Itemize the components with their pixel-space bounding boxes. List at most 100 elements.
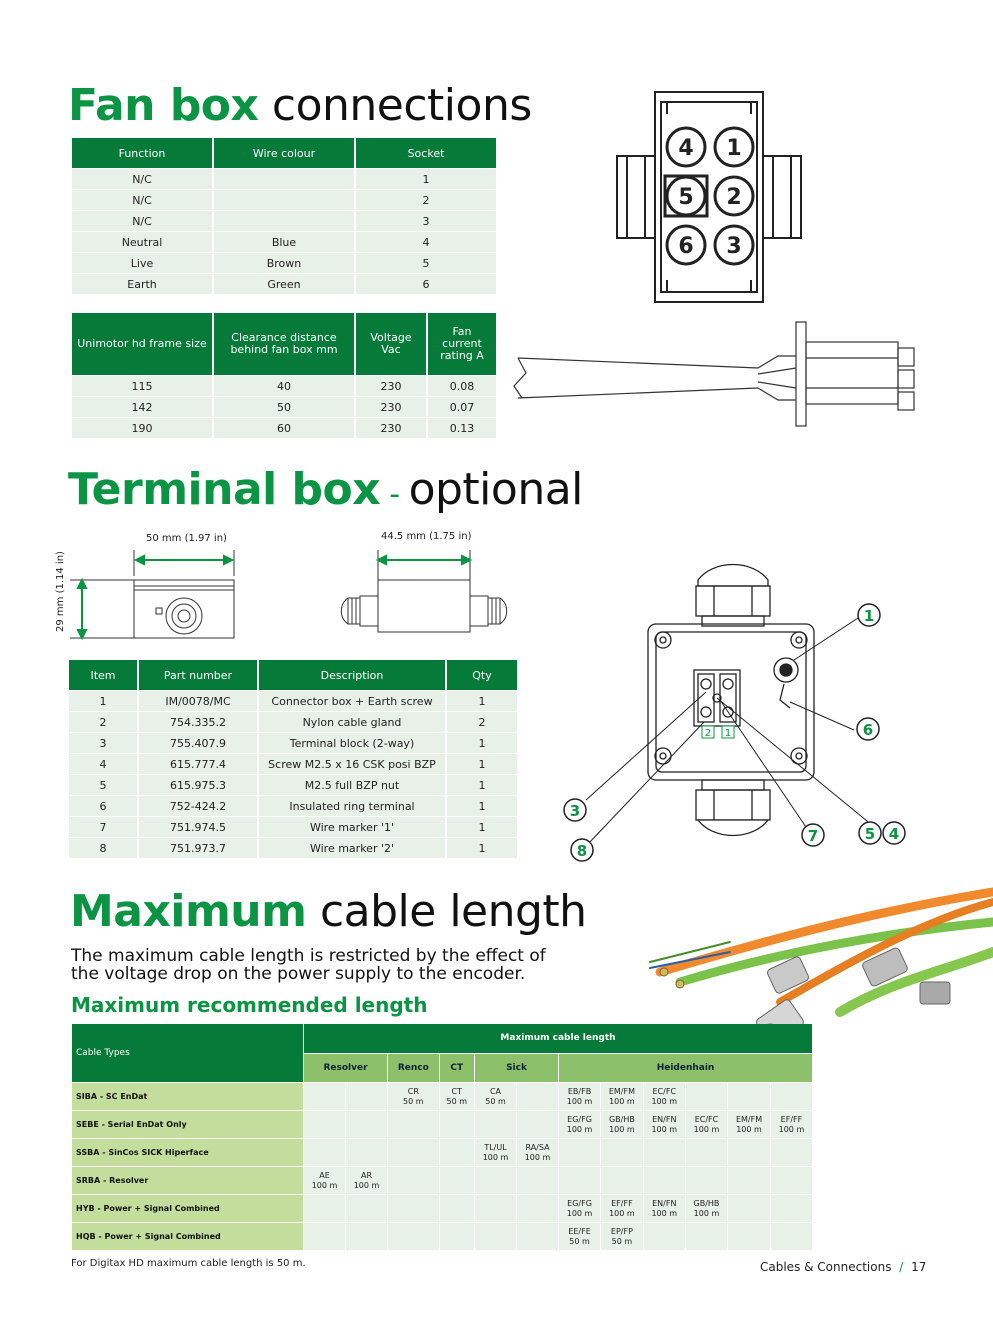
length-cell	[475, 1195, 517, 1222]
length-cell: EG/FG 100 m	[559, 1111, 601, 1138]
length-cell	[346, 1139, 388, 1166]
table-cell: 1	[447, 691, 517, 711]
length-cell	[439, 1195, 474, 1222]
table-cell: Screw M2.5 x 16 CSK posi BZP	[259, 754, 445, 774]
length-cell: CR 50 m	[388, 1083, 439, 1110]
length-cell: EE/FE 50 m	[559, 1223, 601, 1250]
group-header: Renco	[388, 1053, 439, 1082]
row-label: SIBA - SC EnDat	[72, 1083, 303, 1110]
length-cell	[643, 1139, 685, 1166]
marker-label: 1	[725, 728, 731, 739]
length-cell	[517, 1167, 559, 1194]
length-cell	[439, 1167, 474, 1194]
length-cell: EN/FN 100 m	[643, 1111, 685, 1138]
footer-section: Cables & Connections	[760, 1260, 892, 1274]
length-cell: EF/FF 100 m	[770, 1111, 812, 1138]
col-header: Fan current rating A	[428, 313, 496, 375]
length-cell	[643, 1167, 685, 1194]
length-cell	[517, 1083, 559, 1110]
length-cell: EP/FP 50 m	[601, 1223, 643, 1250]
table-cell: 1	[356, 169, 496, 189]
length-cell	[770, 1223, 812, 1250]
table-cell: Wire marker '1'	[259, 817, 445, 837]
intro-line: the voltage drop on the power supply to …	[71, 964, 526, 984]
table-cell: Earth	[72, 274, 212, 294]
title-dash: -	[380, 477, 409, 512]
table-cell: Insulated ring terminal	[259, 796, 445, 816]
cable-length-table: Cable Types Maximum cable length Resolve…	[71, 1023, 813, 1251]
table-cell: 4	[69, 754, 137, 774]
length-cell	[517, 1223, 559, 1250]
group-header: Sick	[475, 1053, 559, 1082]
table-cell: 4	[356, 232, 496, 252]
dim-width-label: 50 mm (1.97 in)	[146, 533, 227, 544]
marker-label: 2	[705, 728, 711, 739]
table-cell: 6	[69, 796, 137, 816]
table-cell: 751.973.7	[139, 838, 257, 858]
table-cell: 5	[356, 253, 496, 273]
socket-circles	[665, 126, 755, 266]
title-rest: connections	[258, 80, 532, 131]
recommended-length-heading: Maximum recommended length	[71, 993, 428, 1017]
title-bold: Fan box	[68, 80, 259, 131]
table-cell: Connector box + Earth screw	[259, 691, 445, 711]
table-subheader-row: Resolver Renco CT Sick Heidenhain	[72, 1053, 812, 1082]
length-cell: EM/FM 100 m	[728, 1111, 770, 1138]
table-cell: 190	[72, 418, 212, 438]
length-cell	[304, 1223, 346, 1250]
table-cell: 3	[69, 733, 137, 753]
callout-number: 5	[865, 825, 875, 843]
table-cell: Wire marker '2'	[259, 838, 445, 858]
table-cell: Nylon cable gland	[259, 712, 445, 732]
table-cell	[214, 169, 354, 189]
length-cell: EF/FF 100 m	[601, 1195, 643, 1222]
col-header: Function	[72, 138, 212, 168]
callout-number: 1	[864, 607, 874, 625]
wire-markers: 2 1	[701, 725, 735, 739]
length-cell	[685, 1223, 728, 1250]
length-cell	[388, 1167, 439, 1194]
table-cell: 752-424.2	[139, 796, 257, 816]
socket-number: 2	[726, 185, 741, 210]
terminal-box-title: Terminal box - optional	[68, 468, 583, 512]
table-cell: 615.777.4	[139, 754, 257, 774]
table-cell: 754.335.2	[139, 712, 257, 732]
length-cell: AR 100 m	[346, 1167, 388, 1194]
table-cell: 0.07	[428, 397, 496, 417]
length-cell	[559, 1139, 601, 1166]
dim-side-label: 44.5 mm (1.75 in)	[381, 531, 472, 542]
table-cell: 0.13	[428, 418, 496, 438]
table-cell: 142	[72, 397, 212, 417]
table-cell: 2	[447, 712, 517, 732]
length-cell	[559, 1167, 601, 1194]
fan-connector-front-drawing: 4 1 5 2 6 3	[616, 91, 802, 303]
col-header: Part number	[139, 660, 257, 690]
col-header-cable-types: Cable Types	[72, 1024, 303, 1082]
fan-box-title: Fan box connections	[68, 84, 532, 128]
length-cell	[346, 1083, 388, 1110]
footer-separator: /	[899, 1260, 904, 1274]
table-cell: 1	[447, 796, 517, 816]
length-cell: RA/SA 100 m	[517, 1139, 559, 1166]
dim-height-label: 29 mm (1.14 in)	[55, 551, 66, 632]
length-cell	[304, 1083, 346, 1110]
table-header-row: Cable Types Maximum cable length	[72, 1024, 812, 1082]
length-cell	[475, 1223, 517, 1250]
table-cell: 115	[72, 376, 212, 396]
table-cell: 7	[69, 817, 137, 837]
page-number: 17	[911, 1260, 927, 1274]
length-cell: AE 100 m	[304, 1167, 346, 1194]
socket-number: 4	[678, 136, 693, 161]
